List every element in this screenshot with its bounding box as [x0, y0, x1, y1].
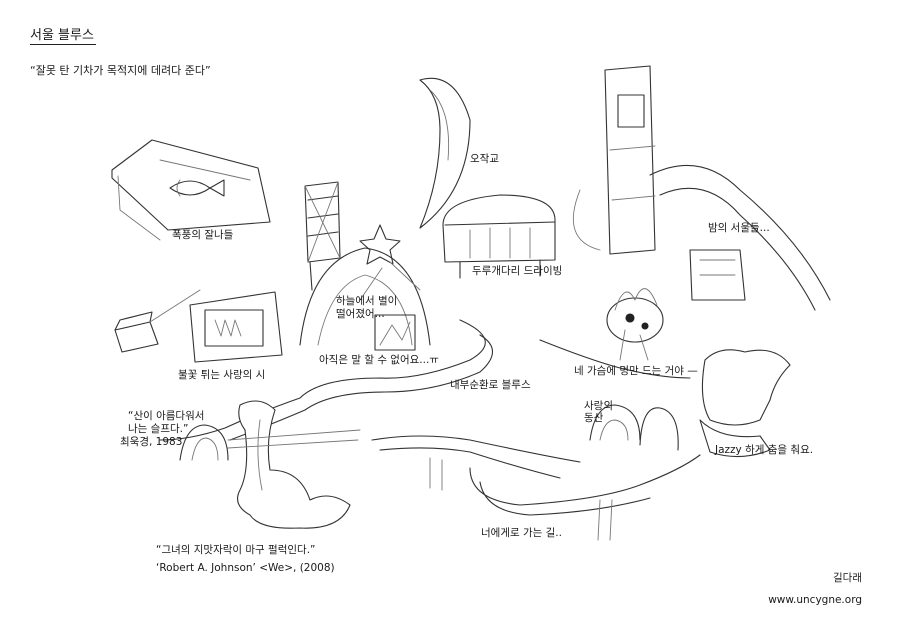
label-rapids: 폭풍의 잘나들: [172, 229, 234, 241]
label-mountain-quote-1: “산이 아름다워서: [128, 410, 205, 422]
website-link[interactable]: www.uncygne.org: [768, 594, 862, 606]
crate-drawing: [114, 289, 201, 353]
label-road-to-you: 너에게로 가는 길..: [481, 527, 562, 539]
label-jazzy: Jazzy 하게 춤을 춰요.: [715, 444, 814, 456]
label-mountain-quote-3: 최욱경, 1983: [120, 436, 183, 448]
label-cant-say: 아직은 말 할 수 없어요...ㅠ: [319, 354, 439, 366]
label-night-seoul: 밤의 서울들...: [708, 222, 770, 234]
fish-flag-drawing: [111, 139, 271, 241]
label-star-fall-1: 하늘에서 별이: [336, 295, 398, 307]
label-drive: 두루개다리 드라이빙: [472, 265, 563, 277]
train-car-drawing: [442, 194, 556, 279]
love-cave-drawing: [589, 404, 679, 451]
label-heart: 네 가슴에 멍만 드는 거야 —: [574, 365, 698, 377]
mountain-figure-drawing: [237, 400, 351, 529]
flower-basket-drawing: [606, 288, 664, 361]
author-name: 길다래: [833, 572, 862, 584]
framed-picture-drawing: [189, 291, 283, 363]
label-star-fall-2: 떨어졌어...: [336, 308, 385, 320]
star-hill-drawing: [299, 224, 431, 351]
slide-ramp-drawing: [572, 164, 831, 311]
winding-road-drawing: [159, 319, 701, 541]
label-love-cave-1: 사랑의: [584, 400, 613, 412]
label-inner-blues: 내부순환로 블루스: [450, 379, 531, 391]
label-fire-poem: 불꽃 튀는 사랑의 시: [178, 369, 266, 381]
jazzy-hand-drawing: [699, 349, 791, 458]
crescent-swoosh-drawing: [419, 77, 471, 229]
tall-tower-drawing: [604, 65, 656, 255]
label-johnson-source: ‘Robert A. Johnson’ <We>, (2008): [156, 562, 335, 574]
label-bridge: 오작교: [470, 153, 499, 165]
label-johnson-quote: “그녀의 지맛자락이 마구 펄럭인다.”: [156, 544, 316, 556]
label-love-cave-2: 동산: [584, 412, 604, 424]
tunnel-drawing: [179, 424, 361, 461]
label-mountain-quote-2: 나는 슬프다.”: [128, 423, 189, 435]
subtitle-quote: “잘못 탄 기차가 목적지에 데려다 준다”: [30, 64, 211, 77]
title-underline: [30, 44, 96, 45]
page-title: 서울 블루스: [30, 28, 94, 43]
lattice-tower-drawing: [304, 181, 341, 291]
